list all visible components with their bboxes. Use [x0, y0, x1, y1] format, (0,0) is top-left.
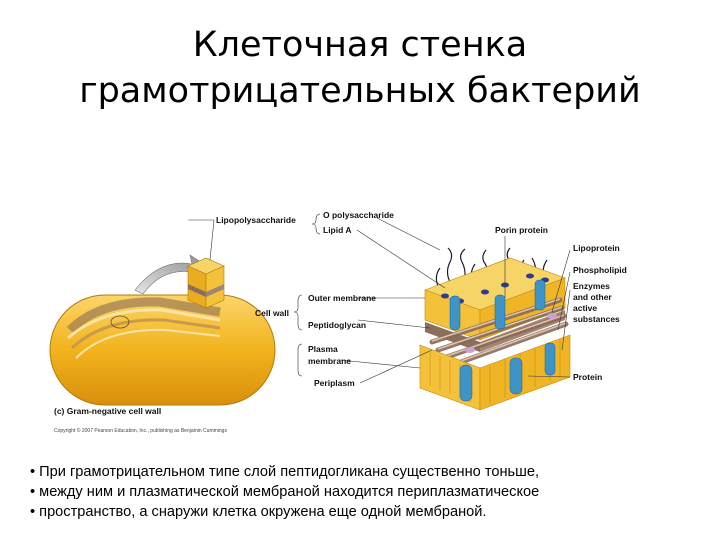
bullet-item: • между ним и плазматической мембраной н…	[30, 484, 540, 500]
label-plasma-membrane-2: membrane	[308, 356, 351, 366]
bullet-item: • пространство, а снаружи клетка окружен…	[30, 504, 487, 520]
bullet-item: • При грамотрицательном типе слой пептид…	[30, 464, 540, 480]
figure-caption: (c) Gram-negative cell wall	[54, 406, 161, 416]
label-periplasm: Periplasm	[314, 378, 355, 388]
label-enzymes-4: substances	[573, 314, 620, 324]
bullet-list: • При грамотрицательном типе слой пептид…	[30, 462, 710, 522]
label-cell-wall: Cell wall	[255, 308, 289, 318]
leader-lines	[188, 213, 571, 384]
gram-negative-cell-wall-diagram: Lipopolysaccharide O polysaccharide Lipi…	[49, 210, 627, 434]
slide-title: Клеточная стенка грамотрицательных бакте…	[0, 22, 720, 114]
label-lipid-a: Lipid A	[323, 225, 351, 235]
copyright-line: Copyright © 2007 Pearson Education, Inc.…	[54, 427, 227, 434]
label-lipoprotein: Lipoprotein	[573, 243, 620, 253]
title-line-2: грамотрицательных бактерий	[79, 71, 641, 111]
label-phospholipid: Phospholipid	[573, 265, 627, 275]
label-porin-protein: Porin protein	[495, 225, 548, 235]
title-line-1: Клеточная стенка	[192, 25, 528, 65]
label-peptidoglycan: Peptidoglycan	[308, 320, 366, 330]
bacterium-cell	[49, 294, 276, 406]
porin-proteins	[449, 279, 556, 402]
cell-wall-block	[419, 247, 571, 411]
wall-cube-icon	[187, 257, 225, 309]
label-enzymes-2: and other	[573, 292, 612, 302]
label-protein: Protein	[573, 372, 602, 382]
label-o-polysaccharide: O polysaccharide	[323, 210, 394, 220]
label-lipopolysaccharide: Lipopolysaccharide	[216, 215, 296, 225]
label-enzymes-1: Enzymes	[573, 281, 610, 291]
label-outer-membrane: Outer membrane	[308, 293, 376, 303]
label-enzymes-3: active	[573, 303, 597, 313]
label-plasma-membrane-1: Plasma	[308, 344, 338, 354]
